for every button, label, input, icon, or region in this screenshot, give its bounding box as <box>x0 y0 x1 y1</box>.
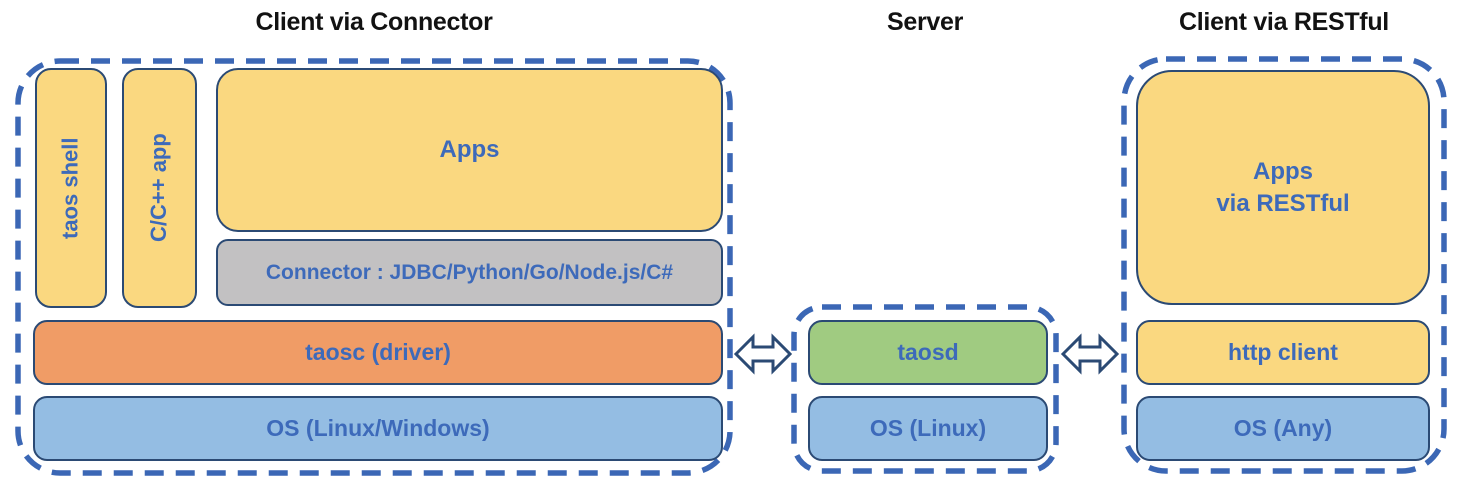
taosc-driver-box: taosc (driver) <box>33 320 723 385</box>
taosd-box: taosd <box>808 320 1048 385</box>
double-arrow-icon <box>733 333 793 375</box>
server-title: Server <box>886 8 964 36</box>
server-dashed-border <box>791 304 1059 474</box>
client-connector-dashed-border <box>15 58 733 476</box>
taos-shell-box: taos shell <box>35 68 107 308</box>
client-restful-dashed-border <box>1121 56 1447 474</box>
cpp-app-box: C/C++ app <box>122 68 197 308</box>
apps-box: Apps <box>216 68 723 232</box>
connector-box: Connector : JDBC/Python/Go/Node.js/C# <box>216 239 723 306</box>
os-linux-windows-box: OS (Linux/Windows) <box>33 396 723 461</box>
apps-via-restful-box: Apps via RESTful <box>1136 70 1430 305</box>
http-client-box: http client <box>1136 320 1430 385</box>
os-linux-box: OS (Linux) <box>808 396 1048 461</box>
os-any-box: OS (Any) <box>1136 396 1430 461</box>
client-restful-title: Client via RESTful <box>1179 8 1389 36</box>
double-arrow-icon <box>1060 333 1120 375</box>
client-connector-title: Client via Connector <box>255 8 493 36</box>
